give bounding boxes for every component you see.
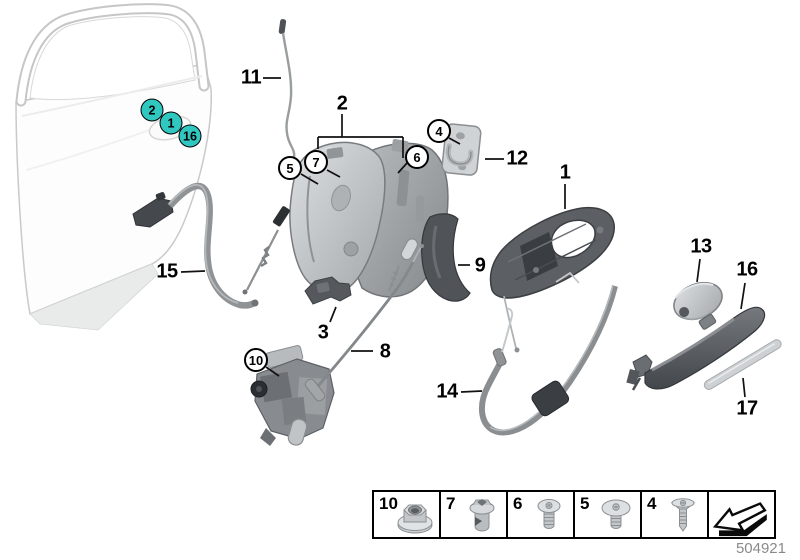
callout-highlighted-2[interactable]: 2 <box>140 98 164 122</box>
flange-nut-icon <box>397 504 433 534</box>
expansion-rivet-icon <box>469 499 495 532</box>
legend-label-4: 4 <box>647 494 657 513</box>
clip-3 <box>304 276 352 305</box>
legend-label-7: 7 <box>446 494 456 513</box>
callout-highlighted-16[interactable]: 16 <box>178 124 202 148</box>
callout-8[interactable]: 8 <box>379 340 391 363</box>
callout-17[interactable]: 17 <box>736 397 758 420</box>
callout-2[interactable]: 2 <box>336 92 348 115</box>
callout-circled-7[interactable]: 7 <box>304 150 328 174</box>
lock-rod-11 <box>278 19 296 161</box>
diagram-number: 504921 <box>735 540 786 557</box>
direction-arrow-icon <box>712 502 767 537</box>
leader-lines <box>180 77 746 398</box>
end-cap-13 <box>673 281 723 321</box>
callout-circled-4[interactable]: 4 <box>427 119 451 143</box>
cable-15 <box>132 182 259 309</box>
handle-carrier-1 <box>489 206 615 353</box>
callout-circled-10[interactable]: 10 <box>244 348 268 372</box>
legend-cell-7[interactable]: 7 <box>439 490 508 539</box>
rear-door <box>15 3 212 331</box>
dome-head-screw-icon <box>601 499 631 530</box>
callout-circled-5[interactable]: 5 <box>278 156 302 180</box>
legend-label-10: 10 <box>379 494 398 513</box>
legend-label-5: 5 <box>580 494 590 513</box>
legend-cell-arrow <box>707 490 776 539</box>
striker-12 <box>441 123 482 176</box>
callout-14[interactable]: 14 <box>436 380 458 403</box>
callout-16[interactable]: 16 <box>736 258 758 281</box>
legend-cell-10[interactable]: 10 <box>372 490 441 539</box>
legend-cell-6[interactable]: 6 <box>506 490 575 539</box>
bracket-9 <box>421 213 471 302</box>
callout-highlighted-1[interactable]: 1 <box>159 111 183 135</box>
fastener-legend: 10 7 6 <box>372 490 776 539</box>
callout-9[interactable]: 9 <box>474 254 486 277</box>
callout-circled-6[interactable]: 6 <box>405 145 429 169</box>
cable-14 <box>479 284 618 436</box>
countersunk-screw-icon <box>670 498 696 532</box>
outer-handle-16 <box>626 306 766 391</box>
trim-strip-17 <box>703 339 782 390</box>
actuator-10 <box>250 344 335 446</box>
callout-1[interactable]: 1 <box>559 161 571 184</box>
cable-8 <box>304 244 424 402</box>
legend-label-6: 6 <box>513 494 523 513</box>
callout-11[interactable]: 11 <box>240 66 262 89</box>
legend-cell-5[interactable]: 5 <box>573 490 642 539</box>
callout-3[interactable]: 3 <box>317 321 329 344</box>
callout-13[interactable]: 13 <box>690 235 712 258</box>
pan-head-screw-icon <box>537 499 561 530</box>
legend-cell-4[interactable]: 4 <box>640 490 709 539</box>
callout-15[interactable]: 15 <box>156 260 178 283</box>
callout-12[interactable]: 12 <box>506 147 528 170</box>
